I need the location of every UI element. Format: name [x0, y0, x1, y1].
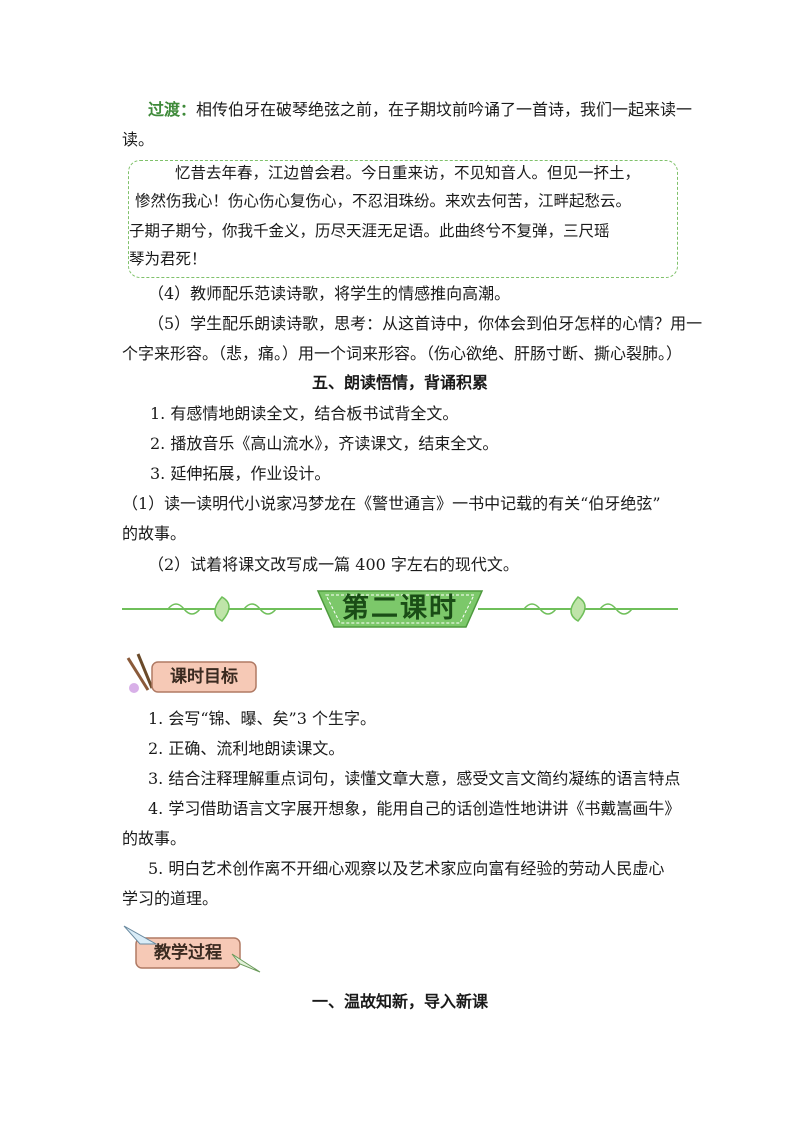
section-5-item-1: 1. 有感情地朗读全文，结合板书试背全文。 — [150, 404, 459, 423]
goals-badge: 课时目标 — [122, 650, 262, 698]
section-5-sub-1-line-1: （1）读一读明代小说家冯梦龙在《警世通言》一书中记载的有关“伯牙绝弦” — [122, 494, 661, 513]
brush-icon — [126, 653, 257, 693]
process-badge: 教学过程 — [122, 922, 262, 974]
lesson-banner: 第二课时 — [122, 587, 678, 631]
section-5-heading: 五、朗读悟情，背诵积累 — [311, 373, 488, 392]
step-4: （4）教师配乐范读诗歌，将学生的情感推向高潮。 — [148, 284, 511, 303]
poem-line-4: 琴为君死！ — [129, 250, 207, 268]
goal-4-line-1: 4. 学习借助语言文字展开想象，能用自己的话创造性地讲讲《书戴嵩画牛》 — [148, 799, 681, 818]
section-1-heading: 一、温故知新，导入新课 — [311, 992, 488, 1011]
transition-text: 相传伯牙在破琴绝弦之前，在子期坟前吟诵了一首诗，我们一起来读一 — [196, 100, 693, 119]
goal-4-line-2: 的故事。 — [122, 829, 187, 848]
lesson-banner-title: 第二课时 — [342, 593, 458, 624]
section-5-sub-1-line-2: 的故事。 — [122, 524, 187, 543]
poem-box: 忆昔去年春，江边曾会君。今日重来访，不见知音人。但见一抔土， 惨然伤我心！伤心伤… — [128, 160, 678, 278]
transition-label: 过渡： — [148, 100, 197, 119]
section-5-item-3: 3. 延伸拓展，作业设计。 — [150, 464, 331, 483]
banner-ornament — [122, 590, 678, 628]
process-badge-label: 教学过程 — [154, 943, 222, 963]
step-5-line-2: 个字来形容。（悲，痛。）用一个词来形容。（伤心欲绝、肝肠寸断、撕心裂肺。） — [122, 344, 683, 363]
poem-line-2: 惨然伤我心！伤心伤心复伤心，不忍泪珠纷。来欢去何苦，江畔起愁云。 — [135, 192, 632, 210]
goal-1: 1. 会写“锦、曝、矣”3 个生字。 — [148, 709, 376, 728]
poem-line-3: 子期子期兮，你我千金义，历尽天涯无足语。此曲终兮不复弹，三尺瑶 — [129, 222, 610, 240]
section-5-item-2: 2. 播放音乐《高山流水》，齐读课文，结束全文。 — [150, 434, 499, 453]
goals-badge-label: 课时目标 — [170, 667, 238, 687]
transition-line-1: 过渡：相传伯牙在破琴绝弦之前，在子期坟前吟诵了一首诗，我们一起来读一 — [148, 98, 692, 122]
goal-2: 2. 正确、流利地朗读课文。 — [148, 739, 345, 758]
step-5-line-1: （5）学生配乐朗读诗歌，思考：从这首诗中，你体会到伯牙怎样的心情？用一 — [148, 314, 703, 333]
poem-line-1: 忆昔去年春，江边曾会君。今日重来访，不见知音人。但见一抔土， — [175, 164, 641, 182]
transition-line-2: 读。 — [122, 130, 155, 149]
goal-5-line-2: 学习的道理。 — [122, 889, 219, 908]
goal-5-line-1: 5. 明白艺术创作离不开细心观察以及艺术家应向富有经验的劳动人民虚心 — [148, 859, 665, 878]
paper-plane-icon — [123, 925, 261, 973]
section-5-sub-2: （2）试着将课文改写成一篇 400 字左右的现代文。 — [148, 555, 519, 574]
goal-3: 3. 结合注释理解重点词句，读懂文章大意，感受文言文简约凝练的语言特点 — [148, 769, 681, 788]
